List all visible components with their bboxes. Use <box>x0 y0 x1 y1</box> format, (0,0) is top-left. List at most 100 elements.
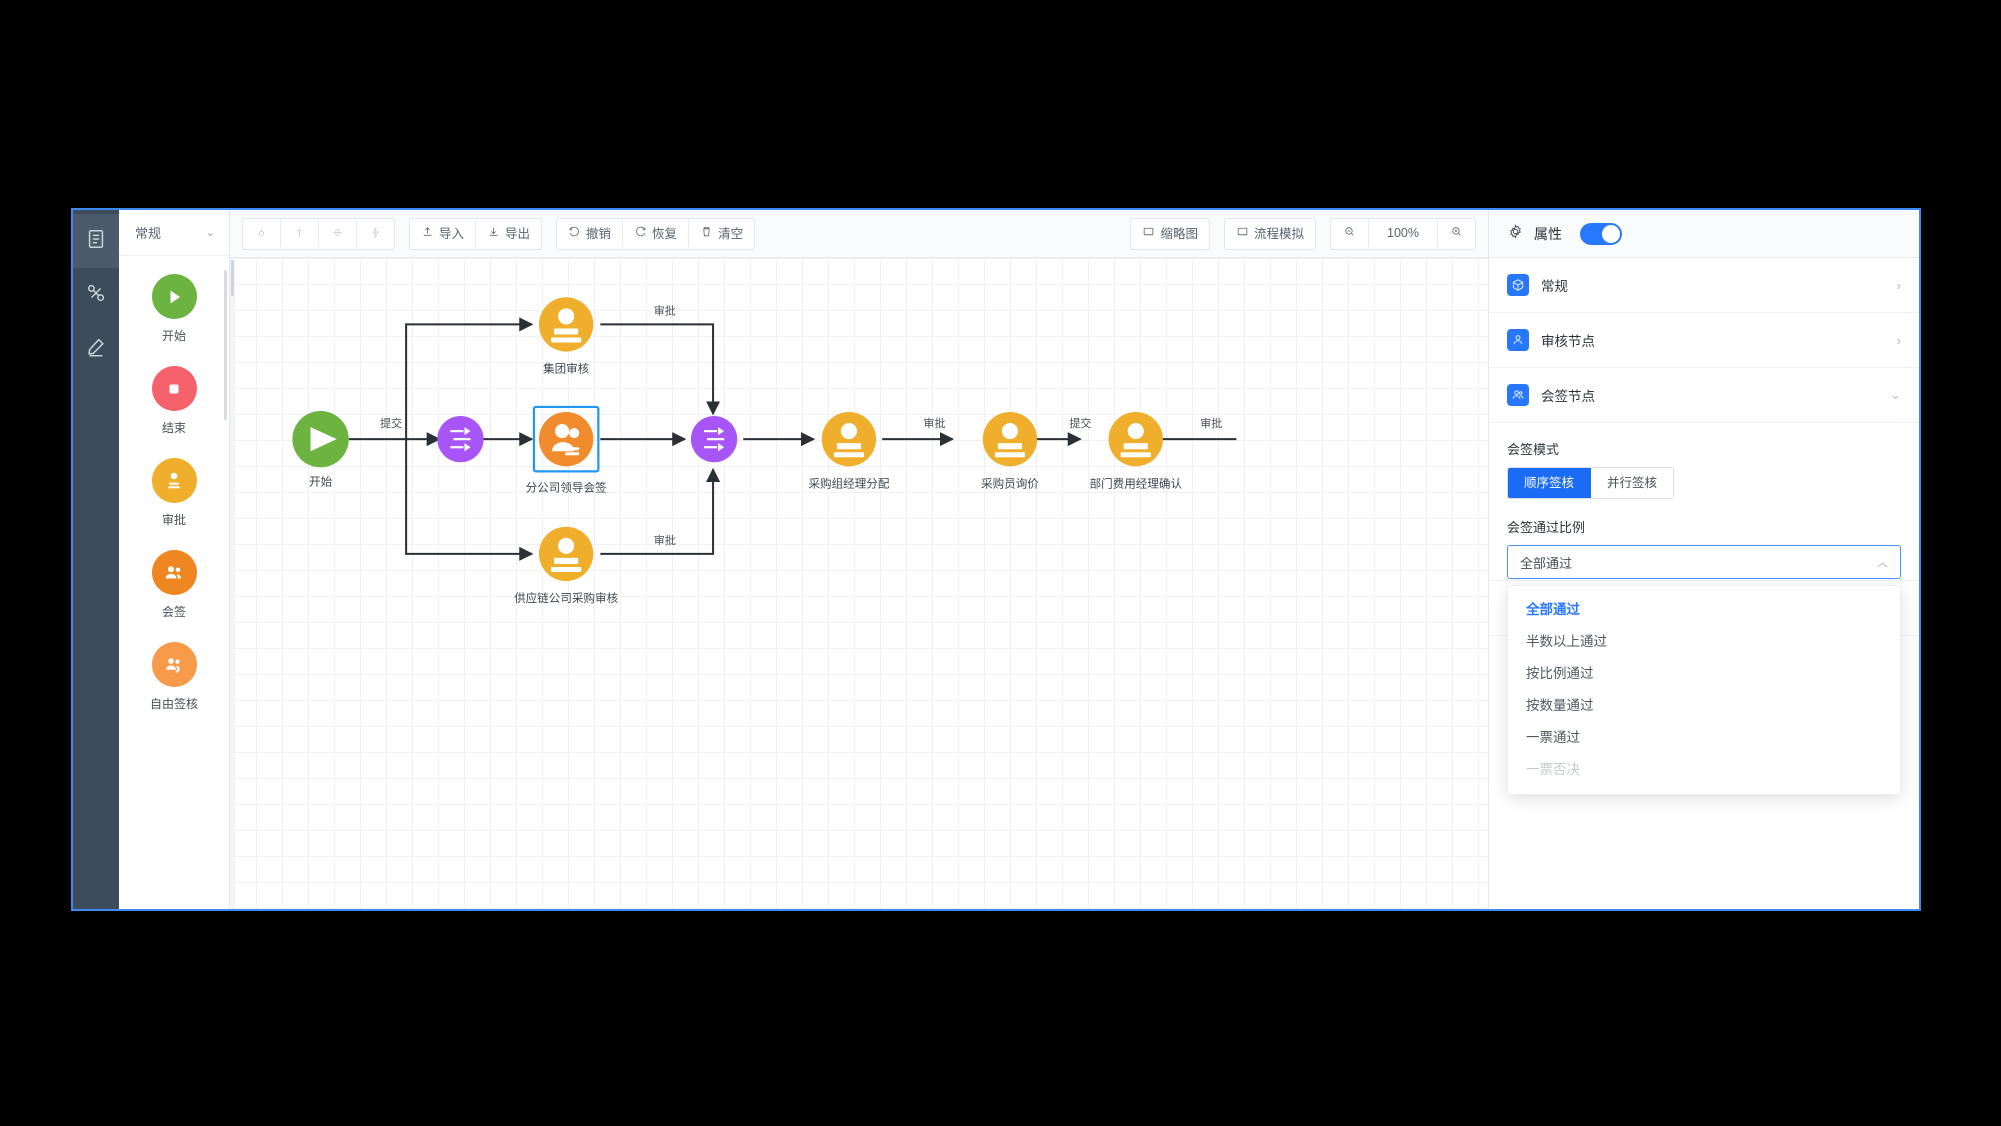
flow-designer-app: 常规 ⌄ 开始 结束 审批 <box>71 208 1921 911</box>
palette-item-start[interactable]: 开始 <box>119 274 229 344</box>
palette-scrollbar[interactable] <box>224 270 227 420</box>
canvas-toolbar: 导入 导出 撤销 恢复 清空 <box>230 210 1488 258</box>
svg-text:集团审核: 集团审核 <box>543 362 590 376</box>
import-label: 导入 <box>439 227 465 241</box>
flow-node-group-review[interactable]: 集团审核 <box>538 297 594 376</box>
properties-header: 属性 <box>1489 210 1919 258</box>
palette-group-header[interactable]: 常规 ⌄ <box>119 210 229 256</box>
export-button[interactable]: 导出 <box>476 219 541 247</box>
simulate-group: 流程模拟 <box>1223 217 1316 250</box>
mode-option-sequential[interactable]: 顺序签核 <box>1508 468 1592 498</box>
flow-node-gateway-1[interactable] <box>437 416 484 463</box>
undo-button[interactable]: 撤销 <box>557 218 624 247</box>
rail-item-pen-panel[interactable] <box>73 322 119 376</box>
undo-shape-icon-button[interactable] <box>243 218 281 247</box>
redo-icon <box>634 225 647 241</box>
align-icon-button[interactable] <box>281 218 319 247</box>
mode-option-parallel[interactable]: 并行签核 <box>1591 468 1674 498</box>
thumbnail-button[interactable]: 缩略图 <box>1131 219 1209 247</box>
props-row-review-node[interactable]: 审核节点 › <box>1489 313 1919 368</box>
chevron-down-icon: ⌄ <box>205 227 215 239</box>
thumbnail-group: 缩略图 <box>1130 217 1210 250</box>
palette-item-label: 开始 <box>161 329 186 343</box>
free-sign-icon <box>151 642 197 687</box>
svg-text:审批: 审批 <box>923 416 945 430</box>
io-tools-group: 导入 导出 <box>409 217 543 250</box>
flow-canvas[interactable]: 开始 集团审核 <box>230 258 1488 909</box>
svg-text:审批: 审批 <box>1200 416 1222 430</box>
svg-text:供应链公司采购审核: 供应链公司采购审核 <box>514 591 619 605</box>
zoom-level-display: 100% <box>1369 218 1438 247</box>
redo-button[interactable]: 恢复 <box>623 218 690 247</box>
flow-node-gateway-2[interactable] <box>690 416 738 463</box>
history-tools-group: 撤销 恢复 清空 <box>556 217 756 250</box>
palette-item-free-sign[interactable]: 自由签核 <box>119 642 229 712</box>
rail-item-document-panel[interactable] <box>73 214 119 268</box>
lightning-icon-button[interactable] <box>357 219 394 247</box>
end-node-icon <box>151 366 197 411</box>
flow-diagram: 开始 集团审核 <box>292 297 1237 605</box>
svg-text:审批: 审批 <box>654 533 676 547</box>
svg-text:采购员询价: 采购员询价 <box>981 476 1039 490</box>
rail-item-connector-panel[interactable] <box>73 268 119 322</box>
dropdown-option-all-pass[interactable]: 全部通过 <box>1526 602 1580 617</box>
stamp-icon <box>151 458 197 503</box>
clear-button[interactable]: 清空 <box>689 219 754 247</box>
props-row-label: 常规 <box>1541 279 1568 294</box>
palette-item-end[interactable]: 结束 <box>119 366 229 436</box>
thumbnail-label: 缩略图 <box>1160 227 1198 241</box>
props-row-general[interactable]: 常规 › <box>1489 258 1919 313</box>
flow-node-branch-leader-countersign[interactable]: 分公司领导会签 <box>526 405 607 495</box>
palette-item-countersign[interactable]: 会签 <box>119 550 229 620</box>
dropdown-option-majority-pass[interactable]: 半数以上通过 <box>1526 634 1607 649</box>
svg-text:部门费用经理确认: 部门费用经理确认 <box>1090 476 1183 490</box>
user-icon <box>1507 329 1529 351</box>
flow-node-dept-expense-manager-confirm[interactable]: 部门费用经理确认 <box>1090 411 1183 490</box>
simulate-icon <box>1236 225 1249 241</box>
group-stamp-icon <box>151 550 197 595</box>
pass-ratio-select[interactable]: 全部通过 ︿ <box>1507 545 1901 579</box>
flow-edges <box>348 317 1237 561</box>
flow-node-start[interactable]: 开始 <box>292 410 349 488</box>
dropdown-option-one-vote-veto: 一票否决 <box>1526 762 1580 777</box>
properties-title: 属性 <box>1534 225 1562 242</box>
import-button[interactable]: 导入 <box>410 218 477 247</box>
flow-edge-labels: 提交 审批 审批 审批 提交 审批 <box>380 303 1222 546</box>
properties-panel: 属性 常规 › 审核节点 › 会签节点 ⌄ <box>1488 210 1919 909</box>
pass-ratio-dropdown: 全部通过 半数以上通过 按比例通过 按数量通过 一票通过 一票否决 <box>1507 585 1901 795</box>
export-icon <box>487 225 500 241</box>
dropdown-option-ratio-pass[interactable]: 按比例通过 <box>1526 666 1594 681</box>
flow-node-purchasing-manager-assign[interactable]: 采购组经理分配 <box>808 411 890 490</box>
zoom-out-button[interactable] <box>1331 218 1369 247</box>
zoom-group: 100% <box>1330 217 1476 250</box>
simulate-button[interactable]: 流程模拟 <box>1225 219 1315 247</box>
svg-text:审批: 审批 <box>654 303 676 317</box>
props-row-label: 审核节点 <box>1541 334 1595 349</box>
zoom-out-icon <box>1343 225 1356 241</box>
dropdown-option-one-vote-pass[interactable]: 一票通过 <box>1526 730 1580 745</box>
connector-icon <box>85 282 107 309</box>
chevron-right-icon: › <box>1896 332 1901 348</box>
palette-item-approve[interactable]: 审批 <box>119 458 229 528</box>
canvas-vertical-scrollbar[interactable] <box>230 258 235 909</box>
palette-item-label: 审批 <box>161 513 186 527</box>
chevron-down-icon: ⌄ <box>1890 387 1901 402</box>
flow-node-supply-chain-review[interactable]: 供应链公司采购审核 <box>514 526 619 605</box>
export-label: 导出 <box>505 227 531 241</box>
zoom-in-button[interactable] <box>1438 219 1475 247</box>
flow-node-buyer-quotation[interactable]: 采购员询价 <box>981 411 1039 490</box>
palette-group-title: 常规 <box>135 226 162 241</box>
pass-ratio-value: 全部通过 <box>1520 555 1573 571</box>
left-icon-rail <box>73 210 119 909</box>
svg-text:提交: 提交 <box>1069 416 1091 430</box>
trash-icon <box>700 225 713 241</box>
undo-icon <box>568 225 581 241</box>
zoom-in-icon <box>1450 225 1463 241</box>
properties-toggle[interactable] <box>1580 222 1622 245</box>
document-icon <box>85 228 107 255</box>
dropdown-option-count-pass[interactable]: 按数量通过 <box>1526 698 1594 713</box>
props-row-countersign-node[interactable]: 会签节点 ⌄ <box>1489 368 1919 423</box>
gear-icon <box>1507 223 1524 245</box>
distribute-icon-button[interactable] <box>319 218 357 247</box>
palette-items: 开始 结束 审批 会签 <box>119 256 229 909</box>
